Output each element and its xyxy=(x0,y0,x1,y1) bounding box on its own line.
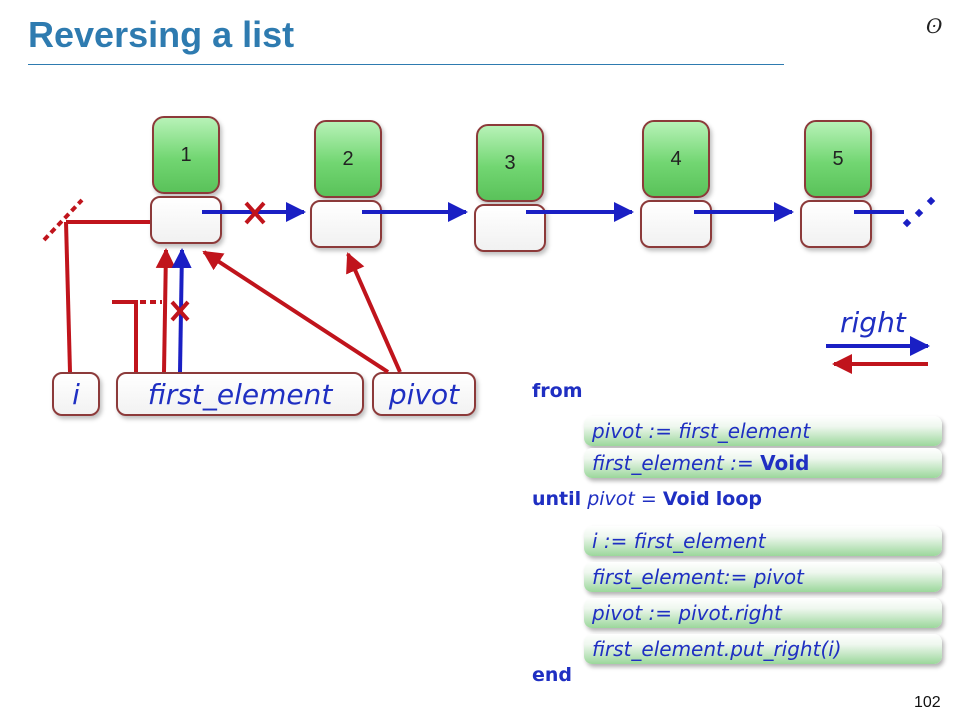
page-title: Reversing a list xyxy=(28,14,295,55)
node-4-item: 4 xyxy=(642,120,710,198)
node-1-right-cell xyxy=(150,196,222,244)
node-2-right-cell xyxy=(310,200,382,248)
variable-pivot: pivot xyxy=(372,372,476,416)
statement-i-assign: i := first_element xyxy=(584,526,942,556)
keyword-from: from xyxy=(532,380,583,402)
node-2-item: 2 xyxy=(314,120,382,198)
statement-pivot-advance: pivot := pivot.right xyxy=(584,598,942,628)
node-3-item: 3 xyxy=(476,124,544,202)
first-element-ref-red xyxy=(155,248,176,373)
statement-first-element-void: first_element := Void xyxy=(584,448,942,478)
node-1-item: 1 xyxy=(152,116,220,194)
until-clause: until pivot = Void loop xyxy=(532,488,763,510)
node-5-right-cell xyxy=(800,200,872,248)
variable-i: i xyxy=(52,372,100,416)
void-hatch-1 xyxy=(42,198,84,242)
pivot-ref-old xyxy=(202,250,390,374)
statement-pivot-init: pivot := first_element xyxy=(584,416,942,446)
first-element-old-void xyxy=(112,300,138,372)
statement-first-element-assign: first_element:= pivot xyxy=(584,562,942,592)
right-legend-label: right xyxy=(840,306,906,339)
title-underline xyxy=(28,64,784,65)
void-dots xyxy=(902,196,936,228)
page-number: 102 xyxy=(914,694,941,711)
pivot-ref-new xyxy=(346,252,402,373)
logo-icon: ʘ xyxy=(926,14,943,38)
keyword-end: end xyxy=(532,664,573,686)
node-5-item: 5 xyxy=(804,120,872,198)
statement-put-right: first_element.put_right(i) xyxy=(584,634,942,664)
i-reference xyxy=(64,221,72,373)
variable-first-element: first_element xyxy=(116,372,364,416)
node-4-right-cell xyxy=(640,200,712,248)
